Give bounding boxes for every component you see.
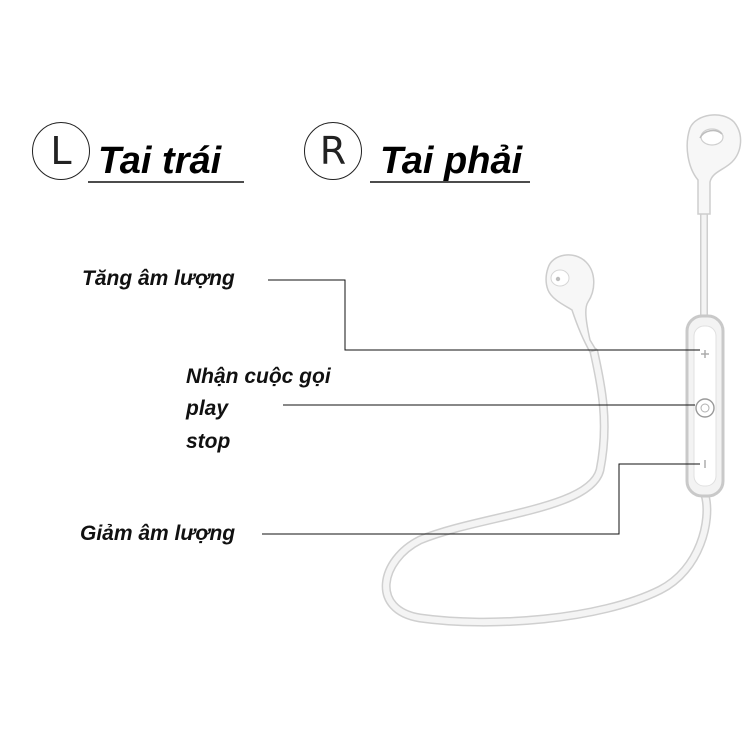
plus-icon[interactable] [701,350,709,358]
leader-volume-down [262,463,700,535]
left-title: Tai trái [98,140,222,182]
stop-label: stop [186,430,231,453]
volume-down-label: Giảm âm lượng [80,522,236,545]
answer-call-label: Nhận cuộc gọi [186,365,331,388]
leader-volume-up [268,279,700,351]
right-title: Tai phải [380,140,523,182]
play-label: play [186,397,229,420]
circle-button-icon[interactable] [695,398,715,418]
cable-loop [381,347,712,627]
volume-up-label: Tăng âm lượng [82,267,235,290]
right-earbud [686,114,742,215]
left-earbud [545,254,598,353]
left-badge: L [32,122,90,180]
right-badge: R [304,122,362,180]
